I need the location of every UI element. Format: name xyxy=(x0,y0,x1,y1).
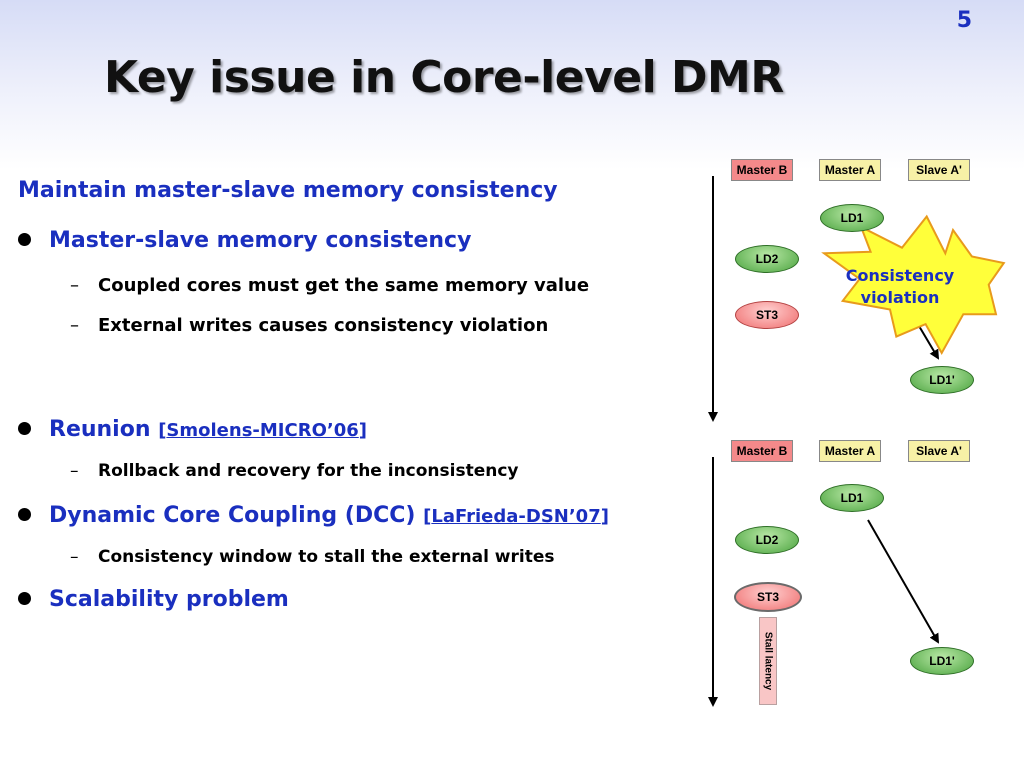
reference: [Smolens-MICRO’06] xyxy=(158,420,367,441)
label-slave-a: Slave A' xyxy=(908,159,970,181)
bullet-dot-icon xyxy=(18,232,31,246)
reference-link-dcc[interactable]: LaFrieda-DSN’07 xyxy=(431,506,601,527)
label-master-a: Master A xyxy=(819,159,881,181)
ld1-prime-node: LD1' xyxy=(910,647,974,675)
sub-bullet-text: Consistency window to stall the external… xyxy=(98,547,555,567)
bullet-scalability: Scalability problem xyxy=(18,587,289,612)
bullet-reunion: Reunion [Smolens-MICRO’06] xyxy=(18,417,367,442)
dash-icon: – xyxy=(70,547,79,567)
dmr-diagram: Master B Master A Slave A' LD1 LD2 ST3 L… xyxy=(700,150,1024,710)
diagram-arrows xyxy=(708,176,1006,707)
ld2-node: LD2 xyxy=(735,526,799,554)
sub-bullet: –Coupled cores must get the same memory … xyxy=(70,275,589,296)
stall-latency-label: Stall latency xyxy=(762,631,774,691)
sub-bullet: –Consistency window to stall the externa… xyxy=(70,547,555,567)
sub-bullet-text: Coupled cores must get the same memory v… xyxy=(98,275,590,296)
label-master-b: Master B xyxy=(731,159,793,181)
bullet-consistency: Master-slave memory consistency xyxy=(18,228,471,253)
section-heading: Maintain master-slave memory consistency xyxy=(18,178,558,203)
label-master-a: Master A xyxy=(819,440,881,462)
bullet-dot-icon xyxy=(18,591,31,605)
slide-number: 5 xyxy=(956,8,972,33)
starburst-icon xyxy=(821,214,1006,356)
dash-icon: – xyxy=(70,315,79,336)
bullet-text: Master-slave memory consistency xyxy=(49,228,472,253)
label-master-b: Master B xyxy=(731,440,793,462)
consistency-violation-label: Consistency violation xyxy=(822,265,978,309)
dash-icon: – xyxy=(70,275,79,296)
bullet-dot-icon xyxy=(18,507,31,521)
ld1-arrow-bottom xyxy=(867,519,939,644)
ld1-prime-node: LD1' xyxy=(910,366,974,394)
bullet-text: Dynamic Core Coupling (DCC) xyxy=(49,503,416,528)
slide-title: Key issue in Core-level DMR xyxy=(104,52,784,103)
bullet-dot-icon xyxy=(18,421,31,435)
slide-content: Maintain master-slave memory consistency… xyxy=(18,178,609,612)
ld1-node: LD1 xyxy=(820,204,884,232)
bullet-dcc: Dynamic Core Coupling (DCC) [LaFrieda-DS… xyxy=(18,503,609,528)
violation-line-2: violation xyxy=(860,288,940,307)
violation-line-1: Consistency xyxy=(845,266,955,285)
label-slave-a: Slave A' xyxy=(908,440,970,462)
sub-bullet-text: External writes causes consistency viola… xyxy=(98,315,549,336)
dash-icon: – xyxy=(70,461,79,481)
ld1-node: LD1 xyxy=(820,484,884,512)
sub-bullet-text: Rollback and recovery for the inconsiste… xyxy=(98,461,519,481)
ld2-node: LD2 xyxy=(735,245,799,273)
stall-latency-bar: Stall latency xyxy=(759,617,777,705)
sub-bullet: –Rollback and recovery for the inconsist… xyxy=(70,461,519,481)
reference: [LaFrieda-DSN’07] xyxy=(423,506,609,527)
bullet-text: Reunion xyxy=(49,417,151,442)
reference-link-reunion[interactable]: Smolens-MICRO’06 xyxy=(166,420,359,441)
sub-bullet: –External writes causes consistency viol… xyxy=(70,315,548,336)
st3-node: ST3 xyxy=(735,301,799,329)
bullet-text: Scalability problem xyxy=(49,587,289,612)
st3-node-stalled: ST3 xyxy=(734,582,802,612)
